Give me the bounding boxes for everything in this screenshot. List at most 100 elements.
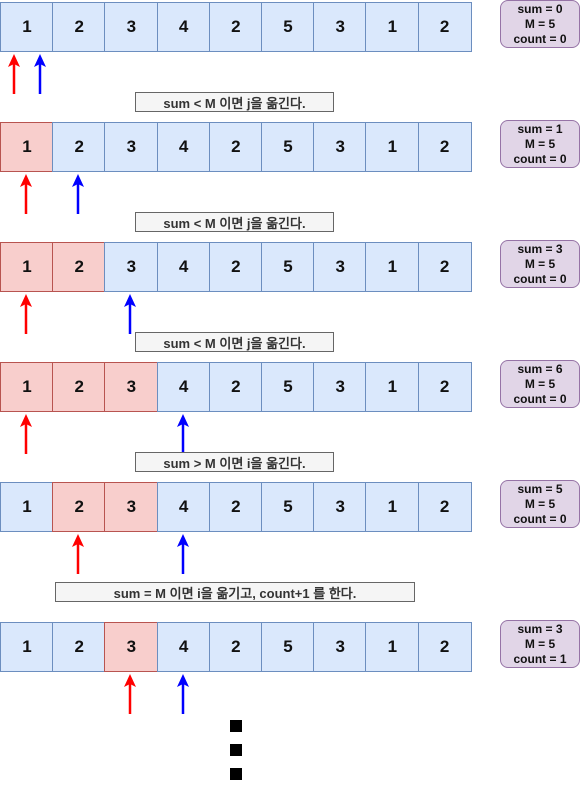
array-cell: 2 [208,622,263,672]
array-cell: 1 [365,242,420,292]
array-cell: 3 [313,622,368,672]
array-cell: 3 [104,622,159,672]
state-m: M = 5 [524,376,556,391]
pointer-i-arrow [20,414,32,454]
pointer-i-arrow [8,54,20,94]
array-cell: 5 [261,622,315,672]
continuation-dot [230,720,242,732]
continuation-dot [230,768,242,780]
state-count: count = 0 [513,31,567,46]
array-cell: 2 [417,362,472,412]
state-count: count = 1 [513,651,567,666]
pointer-j-arrow [72,174,85,214]
array-cell: 2 [208,362,263,412]
state-sum: sum = 3 [517,621,563,636]
pointer-j-arrow [176,534,189,574]
array-cell: 2 [52,122,107,172]
array-cell: 1 [365,622,420,672]
array-cell: 1 [365,122,420,172]
state-sum: sum = 5 [517,481,563,496]
state-sum: sum = 6 [517,361,563,376]
state-count: count = 0 [513,271,567,286]
pointer-j-arrow [34,54,46,94]
array-cell: 1 [0,482,54,532]
array-cell: 4 [156,362,211,412]
pointer-i-arrow [20,174,32,214]
array-cell: 1 [0,242,54,292]
state-m: M = 5 [524,636,556,651]
array-cell: 2 [52,242,107,292]
array-cell: 1 [0,122,54,172]
rule-note: sum > M 이면 i을 옮긴다. [135,452,334,472]
array-cell: 2 [417,622,472,672]
state-sum: sum = 0 [517,1,563,16]
pointer-j-arrow [176,674,189,714]
array-cell: 2 [208,242,263,292]
array-cell: 3 [104,482,159,532]
array-cell: 3 [104,122,159,172]
array-cell: 4 [156,242,211,292]
array-cell: 2 [52,2,107,52]
pointer-j-arrow [176,414,189,454]
array-cell: 2 [208,2,263,52]
array-cell: 3 [313,482,368,532]
state-m: M = 5 [524,136,556,151]
array-cell: 2 [208,122,263,172]
array-cell: 5 [261,122,315,172]
array-cell: 4 [156,2,211,52]
pointer-i-arrow [72,534,85,574]
array-cell: 4 [156,122,211,172]
array-cell: 1 [365,482,420,532]
array-cell: 2 [52,482,107,532]
array-cell: 5 [261,242,315,292]
array-cell: 5 [261,2,315,52]
array-cell: 1 [0,362,54,412]
pointer-i-arrow [124,674,137,714]
array-cell: 2 [208,482,263,532]
state-count: count = 0 [513,511,567,526]
state-sum: sum = 1 [517,121,563,136]
array-cell: 3 [313,2,368,52]
array-cell: 5 [261,482,315,532]
array-cell: 3 [313,122,368,172]
state-count: count = 0 [513,151,567,166]
pointer-i-arrow [20,294,32,334]
array-cell: 3 [104,242,159,292]
state-count: count = 0 [513,391,567,406]
array-cell: 1 [0,622,54,672]
array-cell: 3 [313,362,368,412]
array-cell: 1 [0,2,54,52]
pointer-j-arrow [124,294,137,334]
array-cell: 3 [104,2,159,52]
array-cell: 4 [156,622,211,672]
array-cell: 5 [261,362,315,412]
array-cell: 2 [52,362,107,412]
array-cell: 2 [417,482,472,532]
array-cell: 2 [417,242,472,292]
array-cell: 1 [365,362,420,412]
array-cell: 2 [52,622,107,672]
rule-note: sum < M 이면 j을 옮긴다. [135,332,334,352]
rule-note: sum < M 이면 j을 옮긴다. [135,92,334,112]
array-cell: 4 [156,482,211,532]
array-cell: 3 [313,242,368,292]
state-m: M = 5 [524,256,556,271]
state-m: M = 5 [524,496,556,511]
array-cell: 2 [417,2,472,52]
rule-note: sum = M 이면 i을 옮기고, count+1 를 한다. [55,582,415,602]
continuation-dot [230,744,242,756]
array-cell: 3 [104,362,159,412]
array-cell: 1 [365,2,420,52]
